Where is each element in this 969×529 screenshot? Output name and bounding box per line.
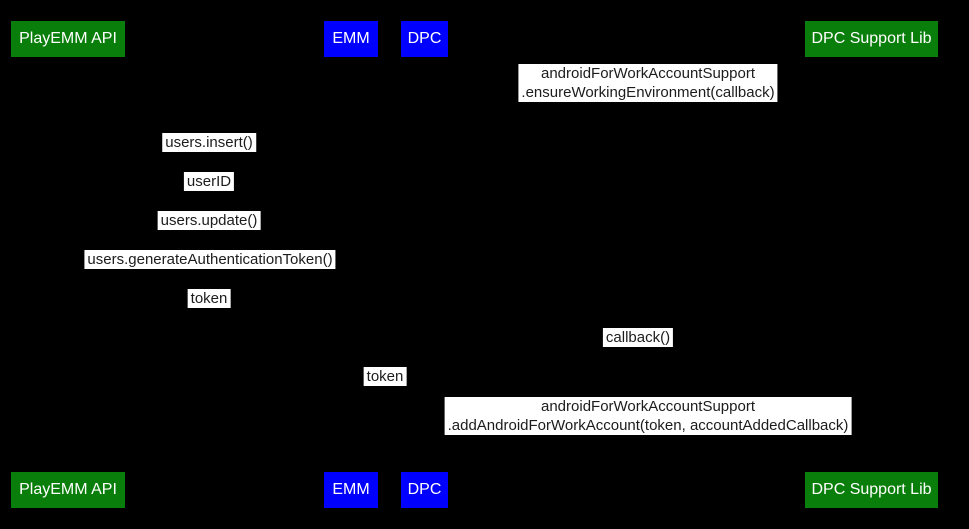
lifeline-emm: [350, 57, 351, 472]
message-token-to-emm: token: [187, 289, 231, 308]
actor-dpc-support-lib-bottom: DPC Support Lib: [805, 472, 938, 508]
lifeline-dpc-support-lib: [871, 57, 872, 472]
message-callback: callback(): [602, 328, 674, 347]
lifeline-dpc: [424, 57, 425, 472]
actor-dpc-bottom: DPC: [401, 472, 448, 508]
message-userid: userID: [183, 172, 235, 191]
message-line: androidForWorkAccountSupport: [541, 398, 755, 415]
message-line: .addAndroidForWorkAccount(token, account…: [447, 417, 849, 434]
message-users-insert: users.insert(): [162, 133, 256, 152]
message-generate-authentication-token: users.generateAuthenticationToken(): [84, 250, 336, 269]
message-token-to-dpc: token: [363, 367, 407, 386]
actor-playemm-api-top: PlayEMM API: [11, 21, 125, 57]
actor-emm-top: EMM: [324, 21, 378, 57]
actor-playemm-api-bottom: PlayEMM API: [11, 472, 125, 508]
message-ensure-working-environment: androidForWorkAccountSupport .ensureWork…: [518, 64, 778, 102]
actor-dpc-support-lib-top: DPC Support Lib: [805, 21, 938, 57]
message-users-update: users.update(): [157, 211, 261, 230]
message-add-android-for-work-account: androidForWorkAccountSupport .addAndroid…: [444, 397, 852, 435]
message-line: .ensureWorkingEnvironment(callback): [521, 84, 775, 101]
actor-emm-bottom: EMM: [324, 472, 378, 508]
message-line: androidForWorkAccountSupport: [540, 65, 755, 82]
actor-dpc-top: DPC: [401, 21, 448, 57]
lifeline-playemm-api: [67, 57, 68, 472]
